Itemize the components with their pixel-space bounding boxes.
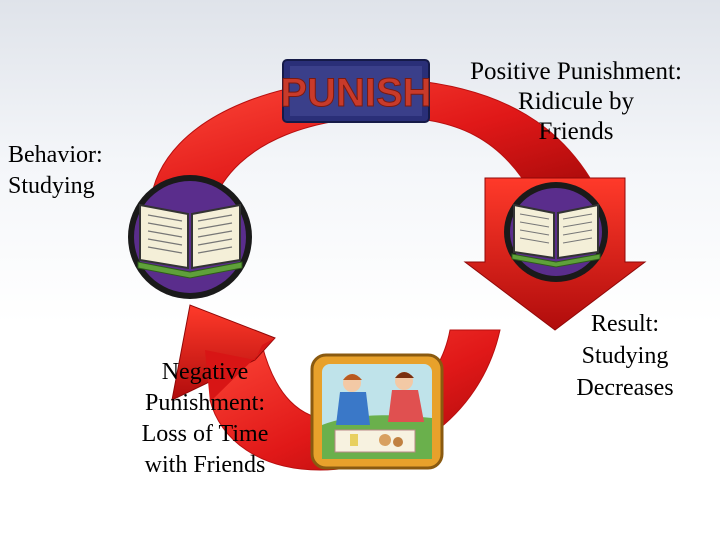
positive-punishment-line1: Positive Punishment: xyxy=(470,58,682,85)
negative-punishment-line4: with Friends xyxy=(144,452,266,478)
result-line3: Decreases xyxy=(576,375,674,401)
behavior-label-line2: Studying xyxy=(8,173,95,199)
behavior-label-line1: Behavior: xyxy=(8,142,103,168)
punish-sign: PUNISH xyxy=(280,59,432,123)
result-label: Result: Studying Decreases xyxy=(550,308,700,404)
negative-punishment-line3: Loss of Time xyxy=(141,421,269,447)
book-icon xyxy=(128,175,252,299)
negative-punishment-label: Negative Punishment: Loss of Time with F… xyxy=(100,357,310,481)
behavior-label: Behavior: Studying xyxy=(8,140,103,202)
positive-punishment-line3: Friends xyxy=(538,118,614,145)
negative-punishment-line2: Punishment: xyxy=(144,390,265,416)
cycle-arrow-shaft-left xyxy=(205,338,275,402)
negative-punishment-line1: Negative xyxy=(161,359,249,385)
result-line2: Studying xyxy=(581,343,669,369)
result-line1: Result: xyxy=(590,311,659,337)
positive-punishment-label: Positive Punishment: Ridicule by Friends xyxy=(436,57,716,147)
book-icon-result xyxy=(504,182,608,282)
positive-punishment-line2: Ridicule by xyxy=(518,88,634,115)
friends-picnic-image xyxy=(310,353,444,470)
cycle-arrow-top xyxy=(149,78,591,206)
punish-sign-text: PUNISH xyxy=(280,71,431,115)
